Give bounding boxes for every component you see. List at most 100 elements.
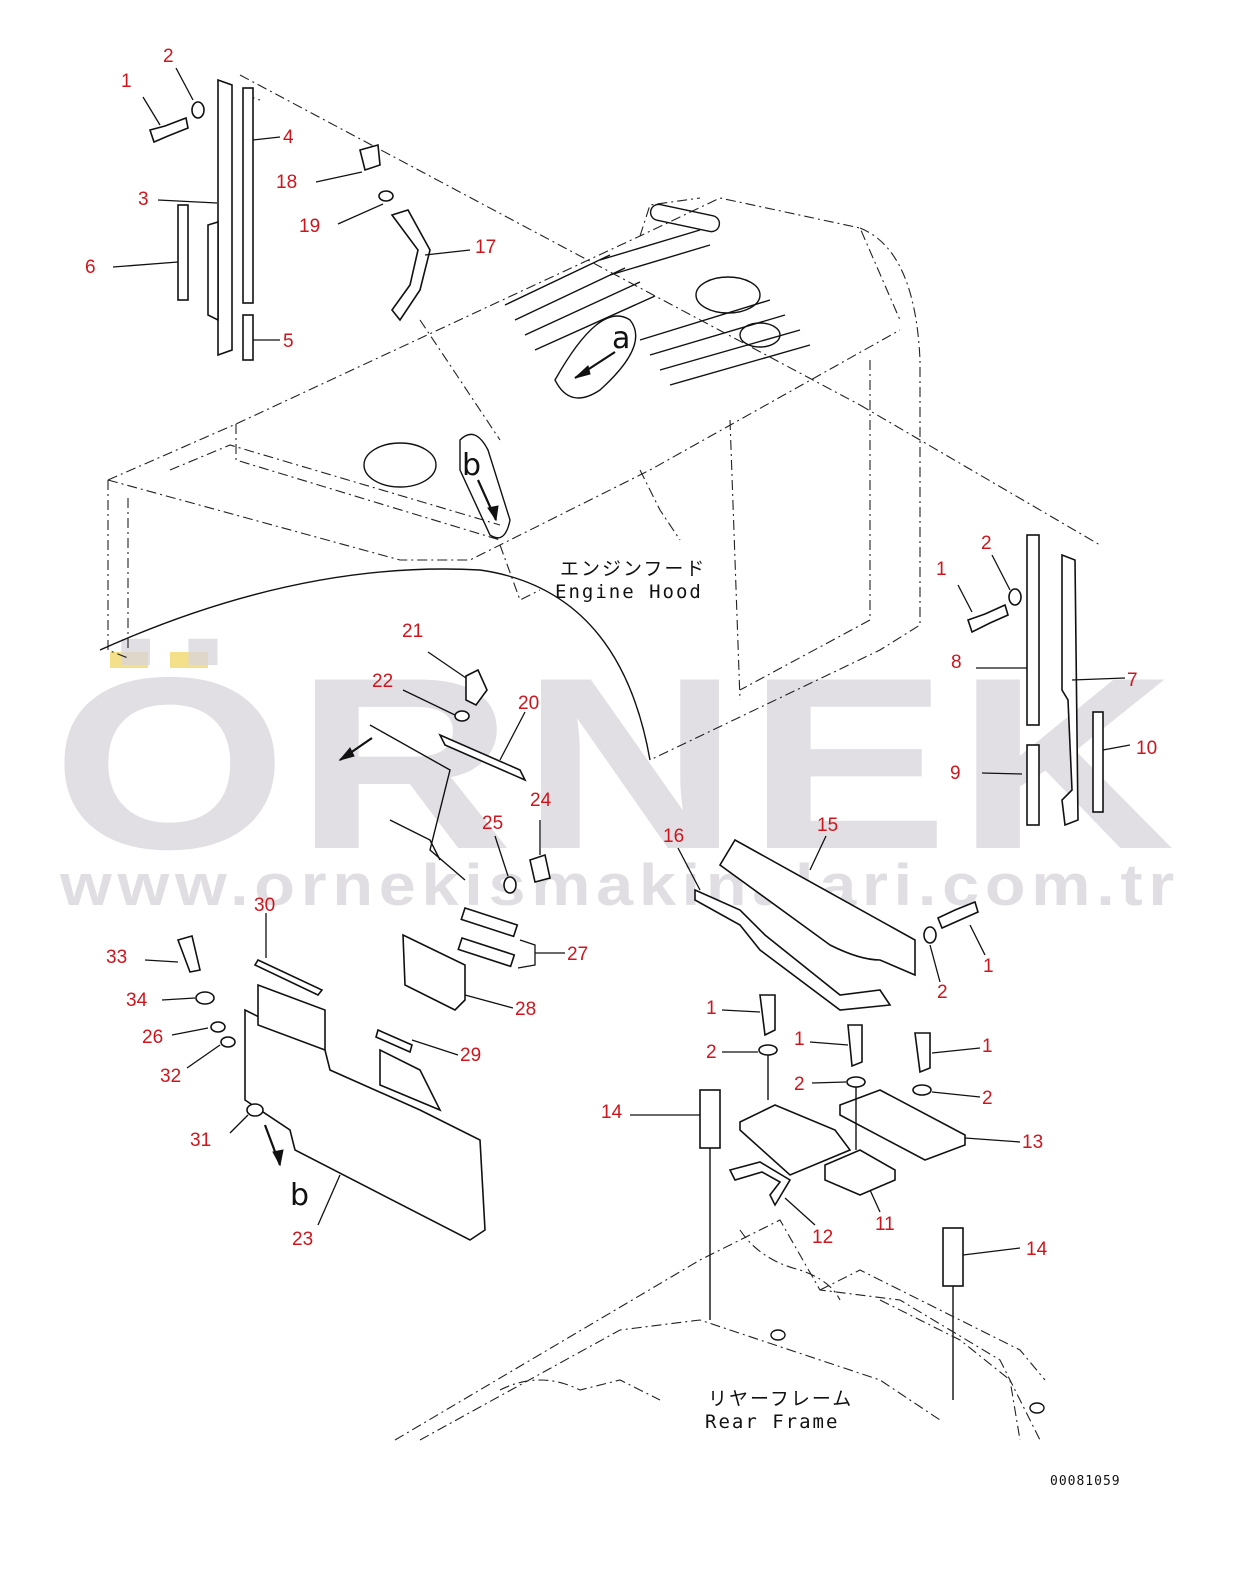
washer-26	[210, 1021, 226, 1033]
view-a: a	[554, 315, 637, 399]
hood-slot	[649, 203, 721, 233]
seal-4	[242, 87, 254, 304]
callout-1: 1	[936, 559, 947, 580]
cover-23-group: b	[176, 906, 519, 1241]
callout-5: 5	[283, 331, 294, 352]
callout-7: 7	[1127, 670, 1138, 691]
callout-1: 1	[794, 1029, 805, 1050]
plate-7	[1061, 553, 1079, 827]
cover-15-group	[694, 838, 979, 1011]
bolt-24	[529, 853, 551, 883]
seal-9	[1026, 744, 1040, 826]
callout-21: 21	[402, 621, 423, 642]
plate-30-base	[257, 983, 326, 1052]
seal-6	[177, 204, 189, 301]
partition-group	[338, 668, 551, 894]
callout-14: 14	[601, 1102, 623, 1123]
bolt-1-right	[966, 603, 1009, 634]
seal-20	[438, 733, 527, 782]
washer-2-c	[912, 1084, 932, 1096]
callout-24: 24	[530, 790, 552, 811]
drawing-code: 00081059	[1050, 1474, 1121, 1489]
block-14-right	[942, 1227, 964, 1287]
washer-2-b	[846, 1076, 866, 1088]
shim-27a	[460, 906, 519, 938]
callout-3: 3	[138, 189, 149, 210]
watermark-url: www.ornekismakinalari.com.tr	[59, 853, 1180, 918]
callout-9: 9	[950, 763, 961, 784]
nut-31	[246, 1103, 264, 1117]
callout-4: 4	[283, 127, 294, 148]
bolt-18	[359, 143, 381, 172]
watermark-dot-right	[170, 652, 208, 668]
bracket-12-plate	[739, 1104, 852, 1176]
hood-opening-2	[695, 276, 761, 314]
callout-2: 2	[163, 46, 174, 67]
plate-28	[402, 933, 466, 1011]
washer-25	[503, 876, 517, 894]
view-b: b	[459, 433, 511, 539]
washer-2-a	[758, 1044, 778, 1056]
bracket-group	[699, 994, 966, 1400]
callout-26: 26	[142, 1027, 163, 1048]
callout-1: 1	[982, 1036, 993, 1057]
callout-1: 1	[983, 956, 994, 977]
seal-8	[1026, 534, 1040, 726]
bolt-21	[465, 668, 488, 707]
view-a-label: a	[612, 321, 630, 356]
callout-19: 19	[299, 216, 320, 237]
seal-29	[375, 1028, 413, 1054]
seal-5	[242, 314, 254, 361]
callout-2: 2	[706, 1042, 717, 1063]
callout-33: 33	[106, 947, 127, 968]
rear-frame-label-en: Rear Frame	[705, 1411, 839, 1433]
callout-30: 30	[254, 895, 275, 916]
view-b-label: b	[462, 448, 481, 483]
callout-2: 2	[982, 1088, 993, 1109]
callout-2: 2	[981, 533, 992, 554]
hood-opening-1	[363, 442, 437, 488]
engine-hood-label-jp: エンジンフード	[560, 558, 706, 580]
plate-3	[217, 78, 233, 357]
callout-12: 12	[812, 1227, 833, 1248]
seal-30	[253, 958, 324, 996]
callout-27: 27	[567, 944, 588, 965]
watermark-dot-left	[110, 652, 148, 668]
callout-25: 25	[482, 813, 503, 834]
callout-31: 31	[190, 1130, 211, 1151]
callout-numbers: 1 2 3 4 5 6 18 19 17 1 2 8 7 9 10 21 22 …	[85, 46, 1157, 1260]
washer-34	[195, 991, 215, 1005]
callout-11: 11	[875, 1214, 895, 1235]
callout-18: 18	[276, 172, 297, 193]
seal-10	[1092, 711, 1104, 813]
bolt-1-cover	[936, 900, 979, 930]
handle-17	[390, 209, 431, 322]
callout-leaders	[112, 67, 1131, 1256]
rear-frame-label-jp: リヤーフレーム	[708, 1388, 853, 1410]
callout-15: 15	[817, 815, 838, 836]
hood-grille	[504, 229, 811, 386]
callout-2: 2	[794, 1074, 805, 1095]
plate-29-base	[379, 1048, 442, 1112]
callout-1: 1	[121, 71, 132, 92]
seal-group-upper-left	[148, 78, 431, 361]
callout-14: 14	[1026, 1239, 1048, 1260]
washer-19	[378, 190, 394, 202]
cover-23	[244, 1008, 486, 1241]
block-14-left	[699, 1089, 721, 1149]
callout-32: 32	[160, 1066, 181, 1087]
callout-17: 17	[475, 237, 496, 258]
wire-12	[728, 1161, 792, 1207]
callout-8: 8	[951, 652, 962, 673]
rear-frame	[394, 1219, 1046, 1441]
callout-10: 10	[1136, 738, 1157, 759]
callout-29: 29	[460, 1045, 481, 1066]
chain-lines	[239, 74, 1101, 546]
callout-2: 2	[937, 982, 948, 1003]
seal-16	[694, 888, 892, 1011]
washer-22	[454, 710, 470, 722]
washer-2-upper	[191, 101, 205, 119]
seal-group-right	[966, 534, 1104, 827]
callout-22: 22	[372, 671, 393, 692]
hood-opening-3	[739, 322, 781, 348]
